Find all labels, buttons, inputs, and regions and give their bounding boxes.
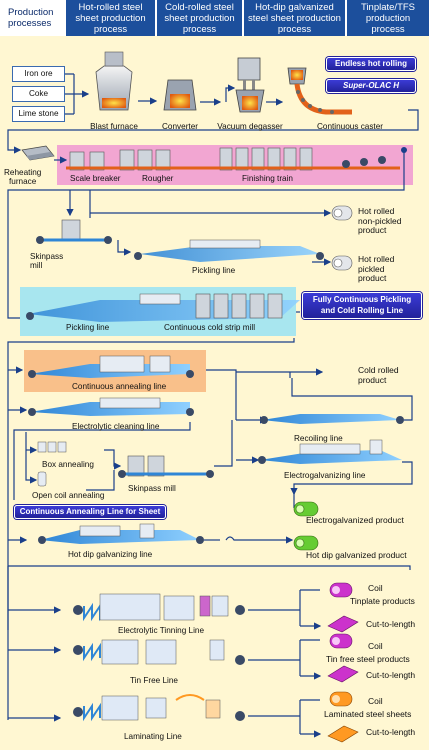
product-cut-to-length-2: Cut-to-length xyxy=(366,670,416,680)
vacuum-degasser-icon xyxy=(235,57,265,113)
header-bar: Production processes Hot-rolled steel sh… xyxy=(0,0,429,36)
product-tin-free-steel: Tin free steel products xyxy=(326,654,410,664)
label-vacuum-degasser: Vacuum degasser xyxy=(217,122,283,131)
label-electrolytic-cleaning-line: Electrolytic cleaning line xyxy=(72,422,160,431)
product-tinplate: Tinplate products xyxy=(350,596,415,606)
skinpass-mill-2-icon xyxy=(118,455,214,478)
label-electrogalvanizing-line: Electrogalvanizing line xyxy=(284,471,366,480)
badge-endless-hot-rolling: Endless hot rolling xyxy=(326,57,416,71)
label-box-annealing: Box annealing xyxy=(42,460,94,469)
electrolytic-tinning-line-icon xyxy=(73,593,245,622)
electrogalvanized-coil-icon xyxy=(293,501,319,517)
product-electrogalvanized: Electrogalvanized product xyxy=(306,515,404,525)
tab-hot-rolled[interactable]: Hot-rolled steel sheet production proces… xyxy=(64,0,155,36)
label-recoiling-line: Recoiling line xyxy=(294,434,343,443)
label-open-coil-annealing: Open coil annealing xyxy=(32,491,105,500)
raw-iron-ore: Iron ore xyxy=(12,66,65,82)
tinplate-coil-icon xyxy=(329,582,353,598)
label-reheating-furnace: Reheating furnace xyxy=(4,168,42,186)
hot-dip-galvanizing-icon xyxy=(38,523,204,544)
label-pickling-line-1: Pickling line xyxy=(192,266,236,275)
label-hot-dip-galvanizing-line: Hot dip galvanizing line xyxy=(68,550,153,559)
continuous-caster-icon xyxy=(287,67,352,115)
tfs-sheet-stack-icon xyxy=(327,665,359,683)
label-pickling-line-2: Pickling line xyxy=(66,323,110,332)
label-continuous-annealing-line: Continuous annealing line xyxy=(72,382,167,391)
tab-cold-rolled[interactable]: Cold-rolled steel sheet production proce… xyxy=(155,0,242,36)
hot-dip-coil-icon xyxy=(293,535,319,551)
open-coil-icon xyxy=(37,471,47,487)
product-cold-rolled: Cold rolled product xyxy=(358,365,399,385)
product-cut-to-length-3: Cut-to-length xyxy=(366,727,416,737)
label-skinpass-mill-2: Skinpass mill xyxy=(128,484,176,493)
product-hot-dip-galvanized: Hot dip galvanized product xyxy=(306,550,407,560)
recoiling-line-icon xyxy=(260,414,404,424)
coil-icon xyxy=(331,255,353,271)
laminating-line-icon xyxy=(73,694,245,722)
production-processes-title: Production processes xyxy=(0,0,64,36)
label-converter: Converter xyxy=(162,122,198,131)
label-rougher: Rougher xyxy=(142,174,174,183)
electrogalvanizing-line-icon xyxy=(258,439,402,464)
product-cut-to-length-1: Cut-to-length xyxy=(366,619,416,629)
tab-hot-dip-galvanized[interactable]: Hot-dip galvanized steel sheet productio… xyxy=(242,0,345,36)
tin-free-line-icon xyxy=(73,639,245,665)
cold-strip-mill-icon xyxy=(26,293,300,322)
product-laminated: Laminated steel sheets xyxy=(324,709,412,719)
label-scale-breaker: Scale breaker xyxy=(70,174,121,183)
laminated-coil-icon xyxy=(329,691,353,707)
box-annealing-icon xyxy=(37,441,67,453)
product-coil-2: Coil xyxy=(368,641,383,651)
tfs-coil-icon xyxy=(329,633,353,649)
tinplate-sheet-stack-icon xyxy=(327,615,359,633)
product-coil-1: Coil xyxy=(368,583,383,593)
badge-fully-continuous: Fully Continuous Pickling and Cold Rolli… xyxy=(302,292,422,319)
pickling-line-1-icon xyxy=(134,239,324,262)
label-tin-free-line: Tin Free Line xyxy=(130,676,178,685)
label-finishing-train: Finishing train xyxy=(242,174,293,183)
skinpass-mill-icon xyxy=(36,219,112,244)
raw-coke: Coke xyxy=(12,86,65,102)
label-continuous-caster: Continuous caster xyxy=(317,122,383,131)
badge-super-olac-h: Super-OLAC H xyxy=(326,79,416,93)
label-electrolytic-tinning-line: Electrolytic Tinning Line xyxy=(118,626,205,635)
badge-continuous-annealing-sheet: Continuous Annealing Line for Sheet xyxy=(14,505,166,519)
coil-icon xyxy=(331,205,353,221)
product-hot-rolled-non-pickled: Hot rolled non-pickled product xyxy=(358,206,402,235)
blast-furnace-icon xyxy=(95,51,133,111)
product-coil-3: Coil xyxy=(368,696,383,706)
raw-lime-stone: Lime stone xyxy=(12,106,65,122)
hot-rolling-mill-icons xyxy=(66,147,400,171)
laminated-sheet-stack-icon xyxy=(327,725,359,743)
label-laminating-line: Laminating Line xyxy=(124,732,182,741)
label-blast-furnace: Blast furnace xyxy=(90,122,138,131)
label-skinpass-mill-1: Skinpass mill xyxy=(30,252,64,270)
raw-material-connector xyxy=(64,73,88,115)
hot-rolling-band xyxy=(57,145,413,185)
tab-tinplate-tfs[interactable]: Tinplate/TFS production process xyxy=(345,0,429,36)
electrolytic-cleaning-icon xyxy=(28,397,194,416)
converter-icon xyxy=(163,79,197,111)
continuous-annealing-icon xyxy=(28,355,194,378)
reheating-furnace-icon xyxy=(21,145,55,161)
product-hot-rolled-pickled: Hot rolled pickled product xyxy=(358,254,395,283)
label-continuous-cold-strip-mill: Continuous cold strip mill xyxy=(164,323,256,332)
